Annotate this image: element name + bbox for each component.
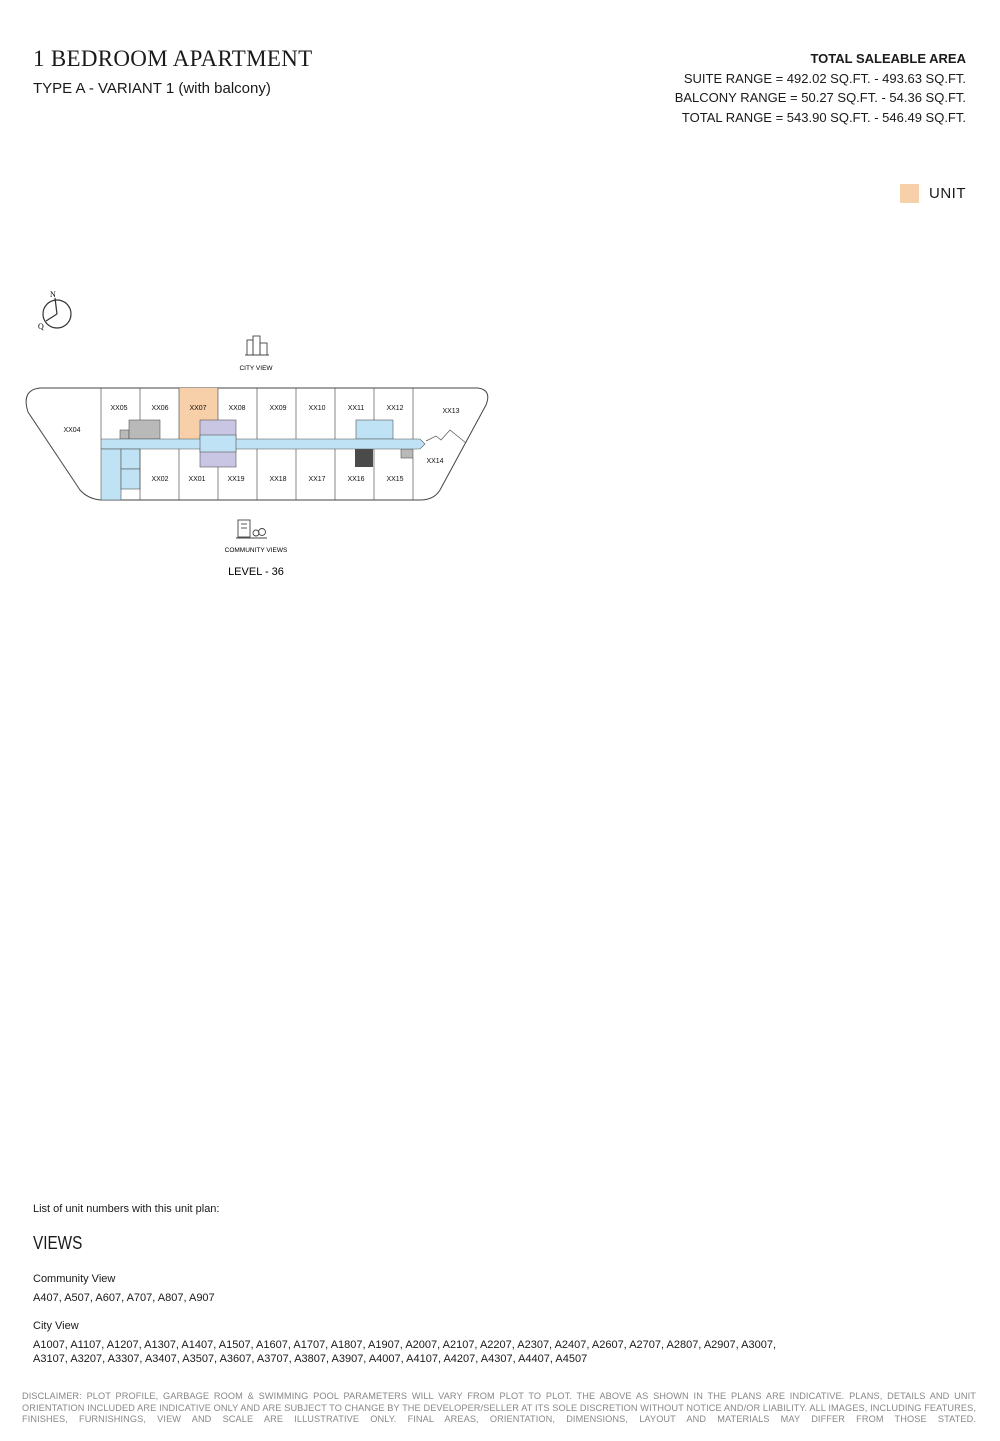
corridor — [100, 438, 426, 450]
unit-label: XX02 — [151, 476, 168, 483]
compass-icon: N Q — [38, 290, 72, 331]
city-view-heading: City View — [33, 1320, 79, 1332]
unit-label: XX19 — [227, 476, 244, 483]
unit-label: XX05 — [110, 405, 127, 412]
unit-label: XX13 — [442, 408, 459, 415]
compass-q-label: Q — [38, 322, 44, 331]
page-title: 1 BEDROOM APARTMENT — [33, 46, 313, 71]
city-view-label: CITY VIEW — [239, 365, 273, 372]
lift-lobby — [199, 434, 237, 453]
service-core — [119, 429, 130, 440]
area-heading: TOTAL SALEABLE AREA — [810, 51, 966, 66]
unit-list-intro: List of unit numbers with this unit plan… — [33, 1203, 220, 1215]
unit-label-highlighted: XX07 — [189, 405, 206, 412]
views-heading: VIEWS — [33, 1233, 83, 1253]
stair-core — [120, 448, 141, 470]
community-view-heading: Community View — [33, 1273, 116, 1285]
suite-range: SUITE RANGE = 492.02 SQ.FT. - 493.63 SQ.… — [683, 70, 966, 86]
unit-label: XX17 — [308, 476, 325, 483]
community-view-units: A407, A507, A607, A707, A807, A907 — [33, 1292, 215, 1304]
unit-label: XX16 — [347, 476, 364, 483]
unit-label: XX10 — [308, 405, 325, 412]
level-label: LEVEL - 36 — [228, 566, 284, 578]
service-core — [128, 419, 161, 440]
city-buildings-icon — [245, 335, 269, 356]
unit-type-subtitle: TYPE A - VARIANT 1 (with balcony) — [33, 80, 271, 97]
compass-north-label: N — [50, 290, 56, 299]
unit-label: XX14 — [426, 458, 443, 465]
legend: UNIT — [900, 184, 966, 203]
community-views-label: COMMUNITY VIEWS — [225, 547, 288, 554]
total-range: TOTAL RANGE = 543.90 SQ.FT. - 546.49 SQ.… — [681, 109, 966, 125]
service-core-dark — [355, 449, 373, 467]
unit-label: XX12 — [386, 405, 403, 412]
unit-label: XX15 — [386, 476, 403, 483]
city-view-units-line2: A3107, A3207, A3307, A3407, A3507, A3607… — [33, 1353, 588, 1365]
unit-label: XX11 — [348, 405, 365, 412]
city-view-units-line1: A1007, A1107, A1207, A1307, A1407, A1507… — [33, 1339, 776, 1351]
saleable-area-block: TOTAL SALEABLE AREA SUITE RANGE = 492.02… — [675, 49, 966, 127]
unit-label: XX06 — [151, 405, 168, 412]
unit-label: XX09 — [269, 405, 286, 412]
stair-core — [355, 419, 394, 440]
balcony-range: BALCONY RANGE = 50.27 SQ.FT. - 54.36 SQ.… — [674, 90, 966, 105]
unit-label: XX01 — [188, 476, 205, 483]
floor-plan: N Q CITY VIEW XX04 XX05 XX06 XX07 XX08 — [25, 290, 489, 578]
disclaimer: DISCLAIMER: PLOT PROFILE, GARBAGE ROOM &… — [22, 1391, 976, 1424]
unit-label: XX08 — [228, 405, 245, 412]
stair-core — [100, 448, 122, 501]
legend-swatch — [900, 184, 919, 203]
balcony-edge — [425, 429, 467, 444]
unit-label: XX04 — [63, 427, 80, 434]
unit-walls — [100, 388, 414, 500]
legend-label: UNIT — [929, 185, 966, 202]
stair-core — [120, 468, 141, 490]
unit-label: XX18 — [269, 476, 286, 483]
community-buildings-icon — [236, 519, 267, 539]
service-core — [400, 448, 414, 459]
